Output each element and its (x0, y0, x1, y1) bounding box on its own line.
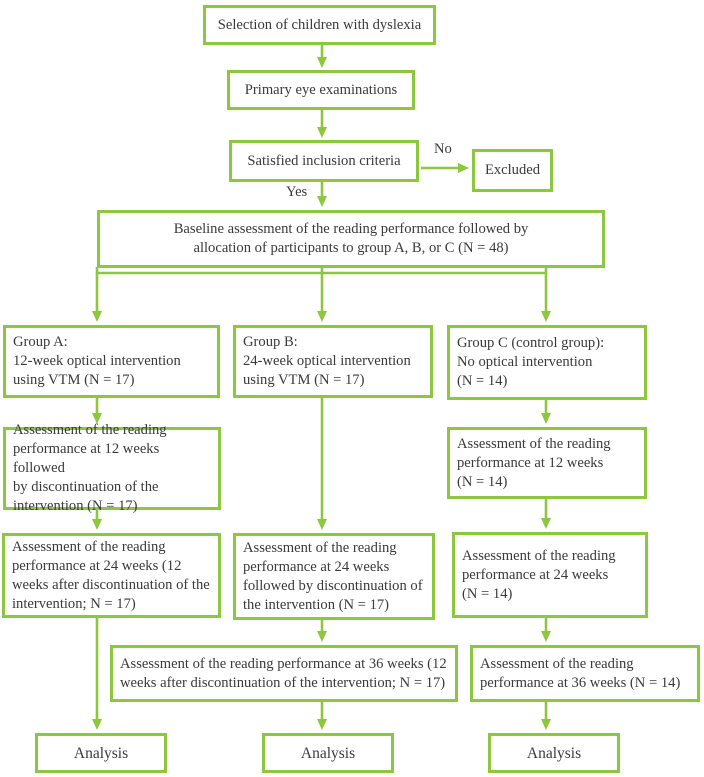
node-primary-eye-exams: Primary eye examinations (227, 70, 415, 110)
node-group-b: Group B: 24-week optical intervention us… (233, 325, 433, 398)
node-group-a-24-week-assessment: Assessment of the reading performance at… (2, 533, 221, 618)
node-group-c-36-week-assessment: Assessment of the reading performance at… (470, 645, 700, 702)
node-excluded: Excluded (472, 149, 553, 192)
node-selection: Selection of children with dyslexia (203, 5, 436, 45)
node-group-c: Group C (control group): No optical inte… (447, 325, 647, 400)
node-analysis-group-b: Analysis (262, 733, 394, 773)
node-analysis-group-c: Analysis (488, 733, 620, 773)
node-group-c-12-week-assessment: Assessment of the reading performance at… (447, 427, 647, 499)
node-group-b-24-week-assessment: Assessment of the reading performance at… (233, 533, 435, 620)
node-group-a: Group A: 12-week optical intervention us… (3, 325, 220, 398)
no-label: No (434, 141, 452, 157)
node-baseline-assessment: Baseline assessment of the reading perfo… (97, 210, 605, 268)
node-group-b-36-week-assessment: Assessment of the reading performance at… (110, 645, 458, 702)
node-analysis-group-a: Analysis (35, 733, 167, 773)
yes-label: Yes (286, 184, 308, 200)
node-inclusion-criteria: Satisfied inclusion criteria (229, 140, 419, 182)
node-group-c-24-week-assessment: Assessment of the reading performance at… (452, 532, 648, 618)
node-group-a-12-week-assessment: Assessment of the reading performance at… (3, 422, 221, 514)
